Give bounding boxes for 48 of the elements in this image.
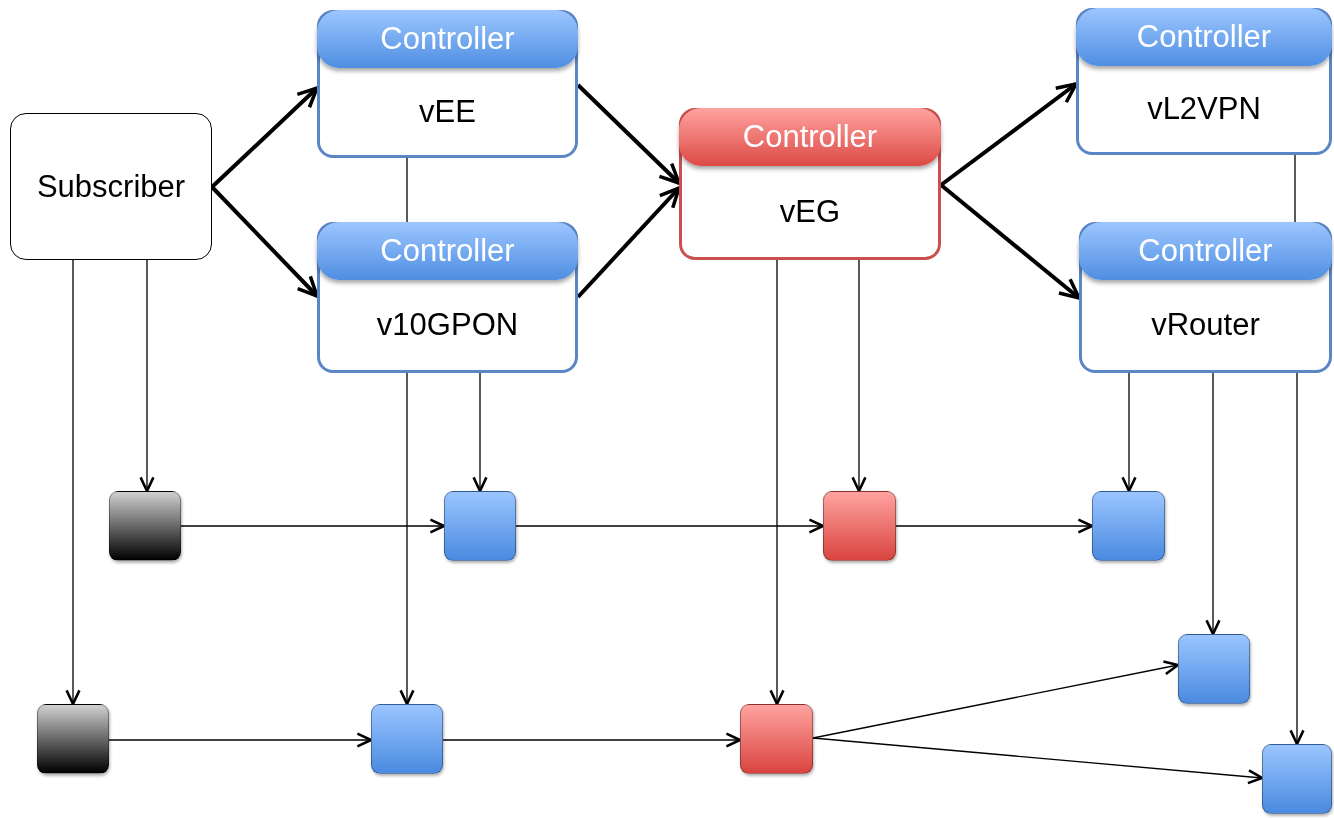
square-node	[823, 491, 896, 561]
square-node	[444, 491, 516, 561]
square-node	[1092, 491, 1165, 561]
node-label: vEG	[779, 193, 841, 230]
node-label: vRouter	[1151, 307, 1260, 343]
arrow	[769, 259, 785, 706]
controller-box	[317, 222, 578, 373]
header-label: Controller	[1138, 233, 1273, 269]
controller-box	[1079, 222, 1332, 373]
arrow	[1121, 372, 1137, 493]
square-node	[37, 704, 109, 774]
arrow	[108, 732, 373, 748]
arrow	[851, 259, 867, 493]
controller-box	[317, 10, 578, 158]
process-box	[10, 113, 212, 260]
arrow	[399, 372, 415, 706]
square-node	[1178, 634, 1250, 704]
arrow	[939, 82, 1078, 187]
header-label: Controller	[380, 233, 515, 269]
square-node	[371, 704, 443, 774]
arrow	[210, 86, 319, 189]
arrow	[895, 518, 1094, 534]
arrow	[515, 518, 825, 534]
controller-box	[679, 108, 941, 260]
arrow	[576, 83, 681, 185]
arrow	[1289, 372, 1305, 746]
header-label: Controller	[742, 119, 878, 155]
arrow	[812, 660, 1180, 739]
node-label: vEE	[419, 93, 476, 130]
arrow	[139, 259, 155, 493]
arrow	[812, 737, 1264, 785]
arrow	[442, 732, 742, 748]
arrow	[576, 186, 681, 299]
square-node	[109, 491, 181, 561]
arrow	[180, 518, 446, 534]
arrow	[1205, 372, 1221, 636]
header-label: Controller	[380, 21, 515, 57]
arrow	[939, 183, 1081, 300]
square-node	[1262, 744, 1332, 814]
node-label: vL2VPN	[1147, 91, 1261, 127]
controller-box	[1076, 8, 1332, 155]
square-node	[740, 704, 813, 774]
header-label: Controller	[1136, 19, 1272, 55]
node-label: Subscriber	[36, 168, 186, 205]
node-label: v10GPON	[376, 307, 519, 343]
arrow	[210, 185, 319, 298]
arrow	[65, 259, 81, 706]
arrow	[472, 372, 488, 493]
